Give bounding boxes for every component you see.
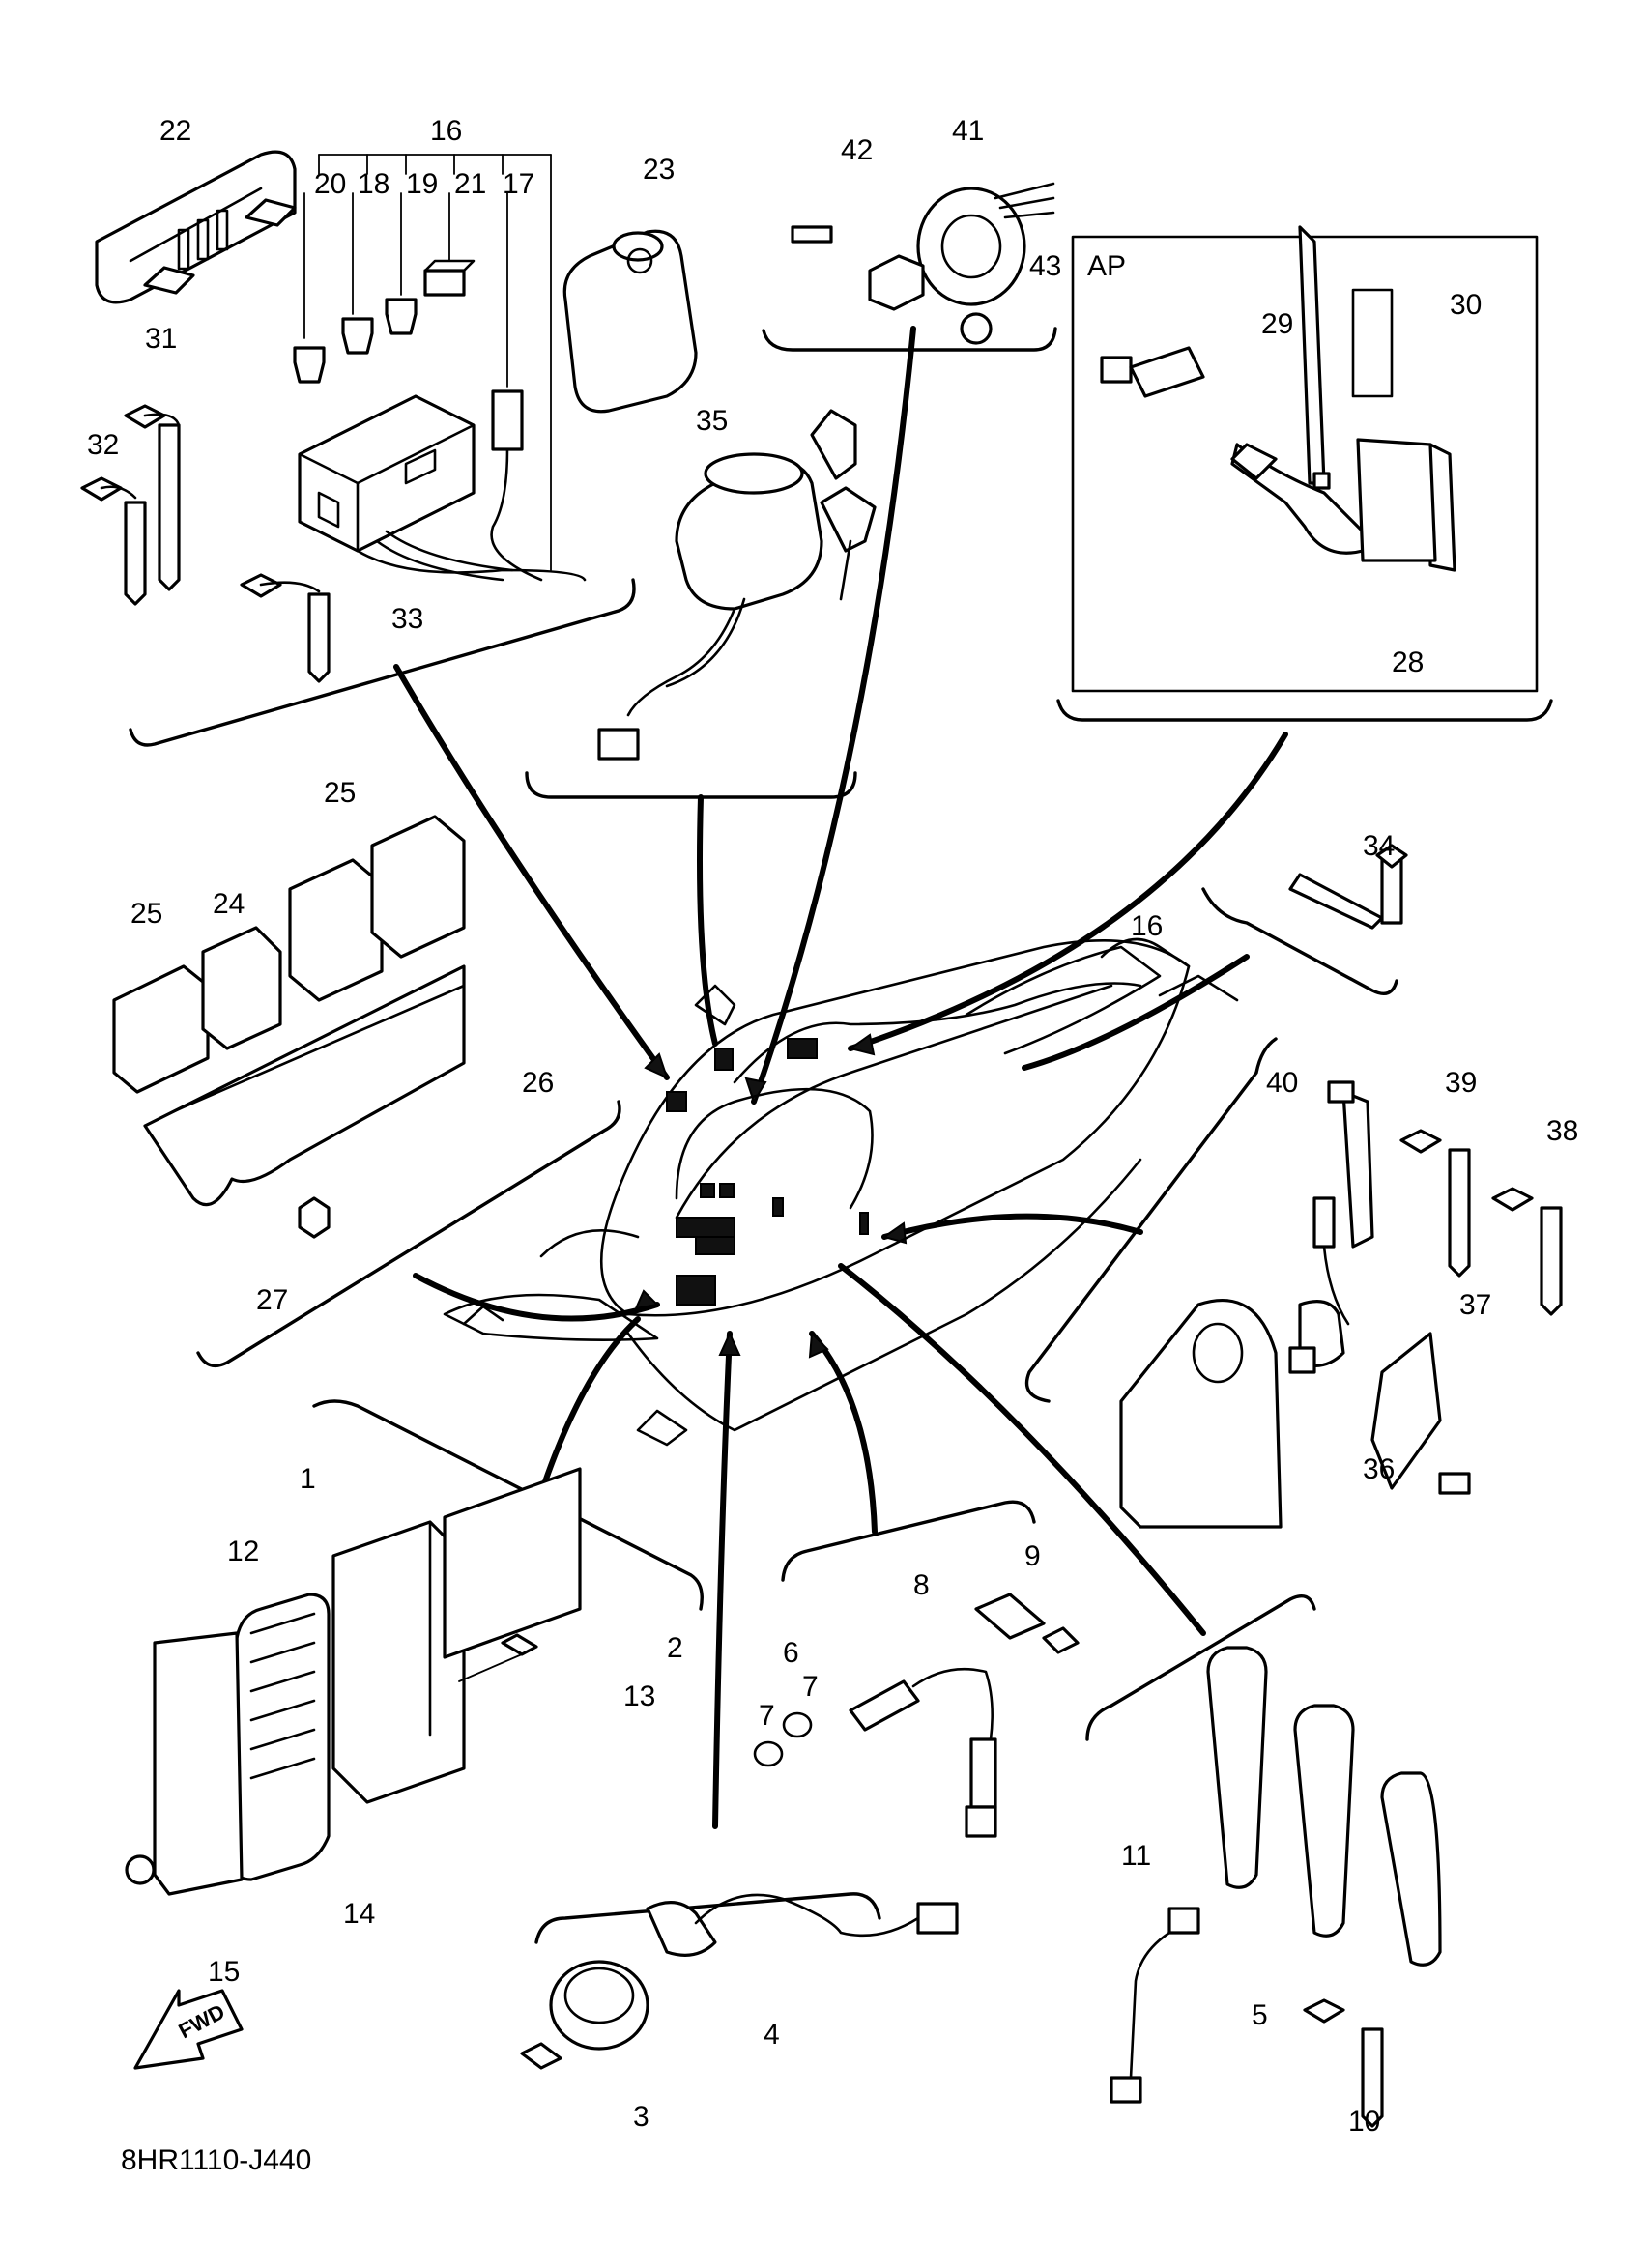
callout-c40: 40 bbox=[1266, 1067, 1298, 1099]
cable-bands bbox=[80, 404, 331, 683]
callout-c27: 27 bbox=[256, 1284, 288, 1316]
callout-c25a: 25 bbox=[324, 777, 356, 809]
callout-c8: 8 bbox=[913, 1569, 930, 1601]
callout-c15: 15 bbox=[208, 1956, 240, 1988]
group-frames bbox=[129, 327, 1553, 1944]
ap-box: AP bbox=[1071, 225, 1539, 693]
callout-c17: 17 bbox=[503, 168, 534, 200]
control-unit-group bbox=[125, 1467, 582, 1896]
ap-label: AP bbox=[1087, 250, 1126, 282]
connector bbox=[491, 389, 524, 451]
pressure-sensor-group bbox=[520, 1893, 959, 2070]
callout-c10: 10 bbox=[1348, 2106, 1380, 2138]
callout-c43: 43 bbox=[1029, 250, 1061, 282]
callout-c30: 30 bbox=[1450, 289, 1482, 321]
callout-c20: 20 bbox=[314, 168, 346, 200]
callout-c7b: 7 bbox=[802, 1671, 819, 1703]
callout-c26: 26 bbox=[522, 1067, 554, 1099]
buzzer bbox=[562, 229, 698, 414]
callout-c13: 13 bbox=[623, 1680, 655, 1712]
speed-sensor bbox=[791, 182, 1055, 345]
callout-c19: 19 bbox=[406, 168, 438, 200]
callout-c37: 37 bbox=[1459, 1289, 1491, 1321]
callout-c41: 41 bbox=[952, 115, 984, 147]
callout-c6: 6 bbox=[783, 1637, 799, 1669]
callout-c21: 21 bbox=[454, 168, 486, 200]
callout-c18: 18 bbox=[358, 168, 389, 200]
callout-c16a: 16 bbox=[430, 115, 462, 147]
relay-box-group bbox=[80, 150, 587, 683]
callout-c42: 42 bbox=[841, 134, 873, 166]
temperature-sensor-group bbox=[753, 1593, 1080, 1838]
callout-c33: 33 bbox=[391, 603, 423, 635]
callout-c36: 36 bbox=[1363, 1453, 1395, 1485]
relay-bracket-group bbox=[112, 815, 466, 1239]
callout-c16b: 16 bbox=[1131, 910, 1163, 942]
callout-c25b: 25 bbox=[130, 898, 162, 930]
watercraft-hull bbox=[443, 937, 1239, 1447]
fuse-puller bbox=[95, 150, 297, 304]
callout-c24: 24 bbox=[213, 888, 245, 920]
ignition-coil-group bbox=[1110, 1646, 1442, 2128]
callout-c22: 22 bbox=[159, 115, 191, 147]
callout-c38: 38 bbox=[1546, 1115, 1578, 1147]
callout-c1: 1 bbox=[300, 1463, 316, 1495]
callout-c9: 9 bbox=[1024, 1540, 1041, 1572]
callout-c3: 3 bbox=[633, 2101, 649, 2133]
main-switch bbox=[597, 409, 877, 761]
callout-c28: 28 bbox=[1392, 646, 1424, 678]
sensor-bracket-group bbox=[1119, 1080, 1563, 1529]
callout-c4: 4 bbox=[764, 2019, 780, 2051]
callout-c14: 14 bbox=[343, 1898, 375, 1930]
callout-c32: 32 bbox=[87, 429, 119, 461]
callout-c23: 23 bbox=[643, 154, 675, 186]
relay-box bbox=[298, 394, 587, 582]
callout-c39: 39 bbox=[1445, 1067, 1477, 1099]
leader-lines bbox=[393, 326, 1288, 1829]
callout-c35: 35 bbox=[696, 405, 728, 437]
callout-c31: 31 bbox=[145, 323, 177, 355]
callout-c5: 5 bbox=[1252, 1999, 1268, 2031]
callout-c2: 2 bbox=[667, 1632, 683, 1664]
callout-c12: 12 bbox=[227, 1536, 259, 1567]
callout-c7a: 7 bbox=[759, 1700, 775, 1732]
callout-c34: 34 bbox=[1363, 830, 1395, 862]
fuses bbox=[293, 259, 476, 384]
forward-arrow: FWD bbox=[133, 1989, 244, 2070]
callout-c29: 29 bbox=[1261, 308, 1293, 340]
callout-c11: 11 bbox=[1121, 1840, 1151, 1872]
cable-band-34 bbox=[1288, 844, 1408, 930]
catalog-code: 8HR1110-J440 bbox=[121, 2144, 311, 2176]
